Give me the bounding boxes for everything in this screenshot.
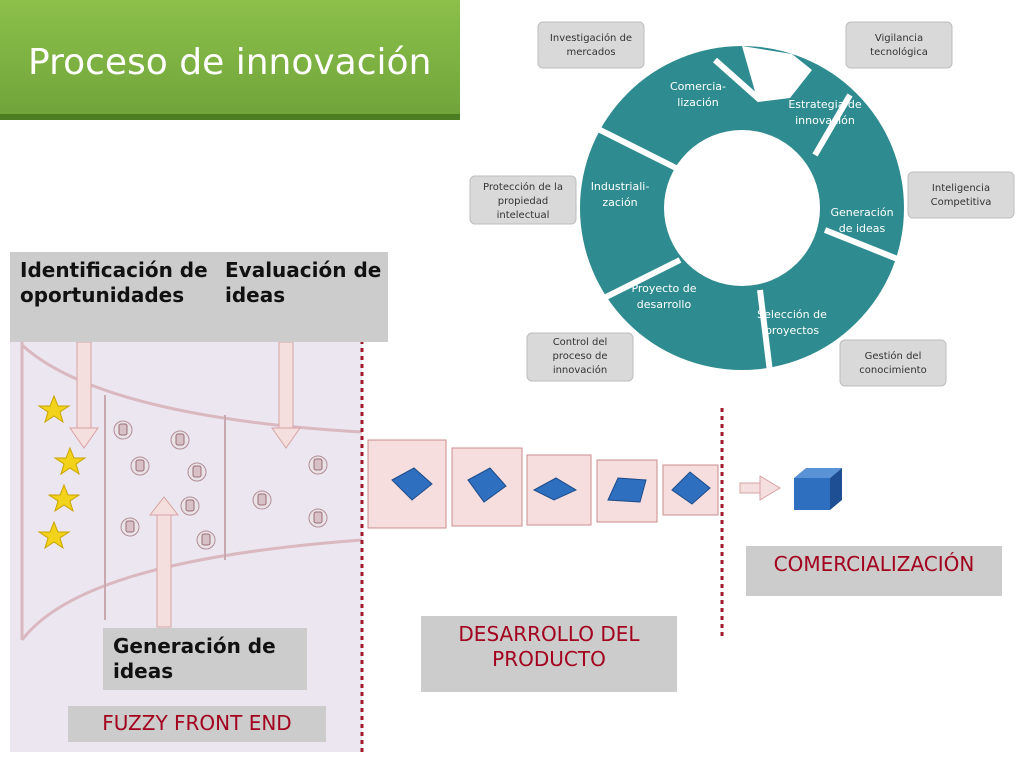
evaluacion-label-line1: Evaluación de (225, 258, 382, 282)
star-icon (37, 394, 71, 424)
cycle-stage-label: lización (677, 96, 718, 109)
star-icon (53, 446, 87, 476)
cube-icon (532, 477, 578, 501)
annotation-box (907, 171, 1015, 219)
cycle-stage-label: Selección de (757, 308, 827, 321)
cycle-stage-label: zación (602, 196, 637, 209)
funnel-bottom-curve (20, 538, 363, 641)
lightbulb-icon (196, 530, 216, 550)
lightbulb-icon (120, 517, 140, 537)
cube-icon (607, 477, 647, 503)
lightbulb-icon (180, 496, 200, 516)
annotation-label: tecnológica (870, 46, 928, 58)
cube-icon (391, 467, 433, 501)
star-icon (47, 483, 81, 513)
fuzzy-front-end-box (68, 706, 326, 742)
generacion-label-line1: Generación de (113, 634, 276, 658)
generacion-label-line2: ideas (113, 659, 174, 683)
down-arrow-identificacion (69, 341, 99, 449)
annotation-label: Investigación de (550, 32, 632, 44)
comercializacion-label: COMERCIALIZACIÓN (773, 552, 975, 576)
lightbulb-icon (187, 462, 207, 482)
cycle-stage-label: proyectos (765, 324, 819, 337)
cycle-stage-label: Proyecto de (631, 282, 696, 295)
lightbulb-icon (170, 430, 190, 450)
lightbulb-icon (308, 508, 328, 528)
desarrollo-label: DESARROLLO DEL PRODUCTO (421, 622, 677, 672)
cycle-separator (757, 289, 773, 373)
identificacion-label: Identificación de oportunidades (20, 258, 208, 308)
annotation-label: innovación (553, 364, 607, 376)
annotation-label: propiedad (498, 196, 548, 207)
annotation-label: Gestión del (865, 350, 922, 362)
lightbulb-icon (130, 456, 150, 476)
cycle-stage-label: innovación (795, 114, 855, 127)
cycle-separator (812, 93, 853, 157)
up-arrow-generacion (148, 496, 180, 628)
final-cube-icon (794, 468, 842, 510)
annotation-label: intelectual (497, 210, 550, 221)
annotation-label: Competitiva (931, 197, 992, 208)
evaluacion-label-line2: ideas (225, 283, 286, 307)
right-arrow-icon (739, 475, 781, 501)
cycle-stage-label: Estrategia de (788, 98, 862, 111)
innovation-cycle: Comercia- lización Estrategia de innovac… (469, 21, 1015, 387)
desarrollo-box (421, 616, 677, 692)
generacion-box (103, 628, 307, 690)
annotation-box (537, 21, 645, 69)
annotation-box (839, 339, 947, 387)
down-arrow-evaluacion (271, 341, 301, 449)
cycle-separator (823, 227, 902, 263)
cycle-center (664, 130, 820, 286)
annotation-label: conocimiento (859, 365, 926, 376)
cycle-stage-label: Generación (830, 206, 893, 219)
annotation-box (845, 21, 953, 69)
evaluacion-label: Evaluación de ideas (225, 258, 381, 308)
cycle-separator (598, 257, 682, 303)
identificacion-label-line1: Identificación de (20, 258, 208, 282)
annotation-label: mercados (566, 47, 615, 58)
funnel (10, 341, 363, 752)
cycle-stage-label: desarrollo (637, 298, 692, 311)
page-title: Proceso de innovación (28, 42, 432, 83)
lightbulb-icon (252, 490, 272, 510)
desarrollo-label-line2: PRODUCTO (492, 647, 606, 671)
cube-icon (671, 471, 711, 505)
cycle-stage-label: de ideas (839, 222, 886, 235)
cycle-stage-label: Comercia- (670, 80, 726, 93)
annotation-label: proceso de (552, 351, 607, 362)
cycle-stage-label: Industriali- (591, 180, 650, 193)
cube-icon (467, 467, 507, 503)
annotation-label: Protección de la (483, 181, 563, 193)
fuzzy-front-end-label: FUZZY FRONT END (102, 711, 292, 735)
lightbulb-icon (308, 455, 328, 475)
annotation-box (469, 175, 577, 225)
generacion-label: Generación de ideas (113, 634, 276, 684)
cycle-separator (588, 122, 682, 173)
title-bar-shadow (0, 114, 460, 120)
annotation-label: Control del (553, 337, 608, 348)
idea-icons (113, 420, 328, 550)
annotation-box (526, 332, 634, 382)
funnel-header-box (10, 252, 388, 342)
cycle-separator (713, 57, 762, 103)
annotation-label: Inteligencia (932, 183, 990, 194)
comercializacion-box (746, 546, 1002, 596)
title-bar: Proceso de innovación (0, 0, 460, 120)
lightbulb-icon (113, 420, 133, 440)
desarrollo-label-line1: DESARROLLO DEL (458, 622, 640, 646)
identificacion-label-line2: oportunidades (20, 283, 185, 307)
cycle-gap (742, 46, 812, 102)
development-sequence (367, 439, 842, 529)
star-icon (37, 520, 71, 550)
annotation-label: Vigilancia (875, 33, 923, 44)
